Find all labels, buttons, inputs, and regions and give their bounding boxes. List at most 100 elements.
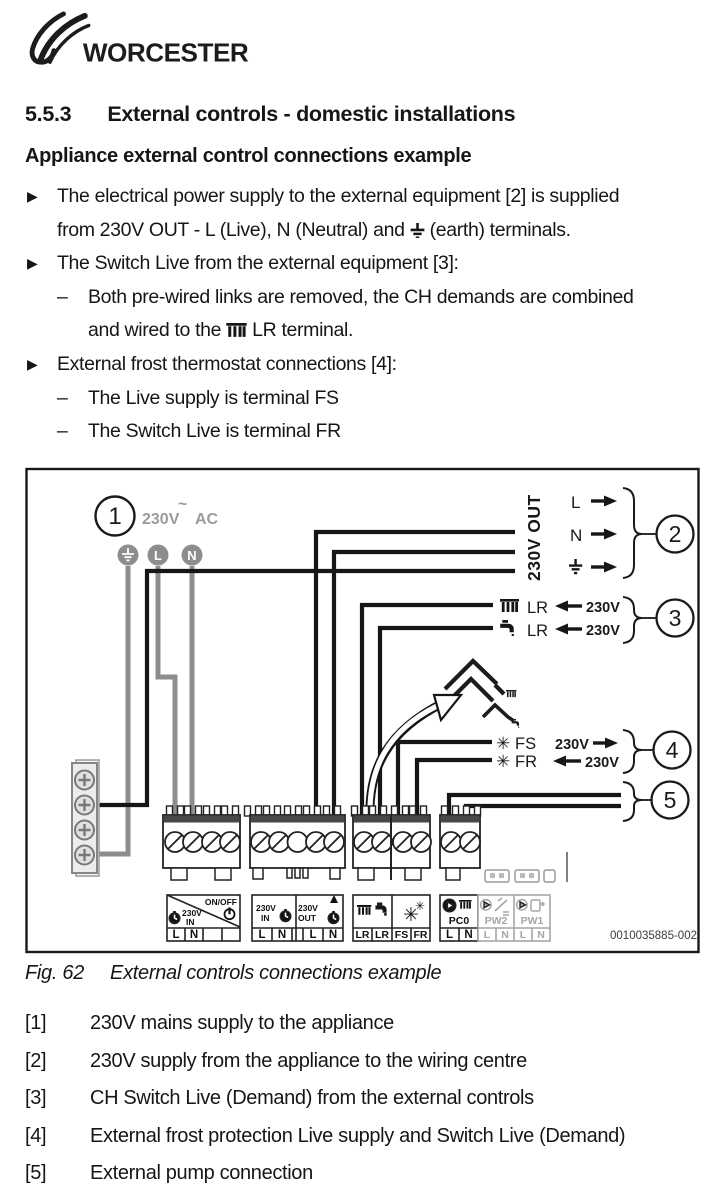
ref-circle-2: 2 <box>669 521 682 547</box>
legend-text: 230V mains supply to the appliance <box>90 1012 394 1035</box>
figure-legend: [1] 230V mains supply to the appliance [… <box>25 1005 715 1186</box>
brand-wordmark: WORCESTER <box>83 37 249 67</box>
neutral-terminal-label: N <box>187 548 196 563</box>
bullet-list: ▶ The electrical power supply to the ext… <box>25 180 715 449</box>
legend-item: [2] 230V supply from the appliance to th… <box>25 1043 715 1081</box>
legend-ref: [3] <box>25 1087 47 1110</box>
bullet-subline: – Both pre-wired links are removed, the … <box>25 281 715 315</box>
left-arrow <box>555 600 568 612</box>
svg-text:N: N <box>464 929 472 941</box>
svg-text:LR: LR <box>375 929 389 941</box>
svg-text:L: L <box>172 929 179 941</box>
bullet-triangle-icon: ▶ <box>27 188 38 204</box>
legend-text: External frost protection Live supply an… <box>90 1124 626 1147</box>
terminal-blocks <box>162 805 482 881</box>
frost-return-wire <box>414 757 492 819</box>
svg-text:L: L <box>258 929 265 941</box>
legend-item: [1] 230V mains supply to the appliance <box>25 1005 715 1043</box>
removed-links-symbol <box>443 658 520 728</box>
bullet-text: Both pre-wired links are removed, the CH… <box>88 285 634 308</box>
bullet-text: and wired to the <box>88 319 222 342</box>
neutral-terminal-dot <box>181 544 203 566</box>
pump-callout: 5 <box>622 780 690 822</box>
bullet-text: External frost thermostat connections [4… <box>57 352 397 375</box>
subheading: Appliance external control connections e… <box>25 145 472 167</box>
dash-marker: – <box>57 420 68 443</box>
legend-ref: [1] <box>25 1012 47 1035</box>
bullet-line: ▶ The Switch Live from the external equi… <box>25 247 715 281</box>
figure-caption: Fig. 62 External controls connections ex… <box>25 962 442 985</box>
svg-text:230V: 230V <box>142 511 180 528</box>
frost-callout: ✳ FS 230V ✳ FR 230V 4 <box>496 729 692 774</box>
bullet-subline: – The Switch Live is terminal FR <box>25 415 715 449</box>
earth-icon <box>409 222 425 238</box>
svg-text:FR: FR <box>414 929 428 941</box>
earth-icon <box>122 548 134 562</box>
logo-swoosh-icon <box>29 11 91 65</box>
onoff-label: ON/OFF <box>205 897 237 907</box>
out-title-vertical: 230V OUT <box>524 494 544 581</box>
bullet-subline: and wired to the LR terminal. <box>25 314 715 348</box>
up-arrow-icon <box>330 895 338 903</box>
label-box-230v-in-onoff: 230V IN ON/OFF L N <box>166 894 241 942</box>
svg-text:✳: ✳ <box>415 899 425 913</box>
out-earth-wire <box>97 568 515 808</box>
svg-text:IN: IN <box>261 913 270 923</box>
svg-text:L: L <box>309 929 316 941</box>
svg-text:N: N <box>190 929 198 941</box>
ref-circle-4: 4 <box>666 737 679 763</box>
arrow-head <box>432 693 464 723</box>
ref-circle-3: 3 <box>669 605 682 631</box>
out-arrows <box>591 495 617 573</box>
terminal-feet <box>170 867 461 881</box>
out-live-wire <box>313 529 515 819</box>
spare-sockets <box>484 852 568 883</box>
legend-ref: [4] <box>25 1124 47 1147</box>
legend-text: External pump connection <box>90 1162 313 1185</box>
diverter-valve-icon <box>494 897 509 916</box>
out-l-label: L <box>571 493 580 512</box>
bullet-text: The electrical power supply to the exter… <box>57 185 620 207</box>
earth-terminal-strip <box>71 759 100 877</box>
right-arrow <box>605 737 618 749</box>
svg-text:L: L <box>520 929 527 941</box>
bullet-triangle-icon: ▶ <box>27 355 38 372</box>
legend-item: [4] External frost protection Live suppl… <box>25 1118 715 1156</box>
pump-live-wire <box>446 792 621 819</box>
live-terminal-label: L <box>154 548 162 563</box>
drawing-number: 0010035885-002 <box>610 930 697 942</box>
mains-supply-callout: 1 230V ~ AC <box>94 495 219 537</box>
legend-item: [3] CH Switch Live (Demand) from the ext… <box>25 1080 715 1118</box>
svg-text:OUT: OUT <box>298 913 317 923</box>
out-230v-callout: 230V OUT L N 2 <box>524 487 695 581</box>
svg-text:AC: AC <box>195 511 219 528</box>
bullet-subline: – The Live supply is terminal FS <box>25 382 715 416</box>
pc0-label: PC0 <box>449 915 470 927</box>
bullet-text: (earth) terminals. <box>429 218 571 241</box>
bullet-text: LR terminal. <box>252 319 354 342</box>
supply-voltage-label: 230V ~ AC <box>142 496 219 528</box>
live-terminal-dot <box>147 544 169 566</box>
earth-wire <box>99 566 131 857</box>
figure-number: Fig. 62 <box>25 962 85 984</box>
svg-text:L: L <box>484 929 491 941</box>
section-heading: 5.5.3 External controls - domestic insta… <box>25 102 516 127</box>
bullet-line: ▶ External frost thermostat connections … <box>25 348 715 382</box>
bullet-line: from 230V OUT - L (Live), N (Neutral) an… <box>25 214 715 248</box>
fs-voltage: 230V <box>555 737 589 753</box>
out-n-label: N <box>570 526 582 545</box>
svg-text:IN: IN <box>186 917 195 927</box>
ch-demand-wire <box>359 602 493 819</box>
dhw-lr-label: LR <box>527 622 548 640</box>
bullet-text: from 230V OUT - L (Live), N (Neutral) an… <box>57 218 405 241</box>
dhw-voltage: 230V <box>586 623 620 639</box>
svg-text:✳: ✳ <box>403 905 419 926</box>
svg-text:LR: LR <box>356 929 370 941</box>
tilde-mark: ~ <box>178 496 187 513</box>
wiring-diagram: 1 230V ~ AC L N <box>25 467 700 954</box>
removal-arrow <box>365 693 464 816</box>
ch-demand-callout: LR 230V LR 230V 3 <box>498 596 695 644</box>
worcester-logo: WORCESTER <box>29 11 249 67</box>
